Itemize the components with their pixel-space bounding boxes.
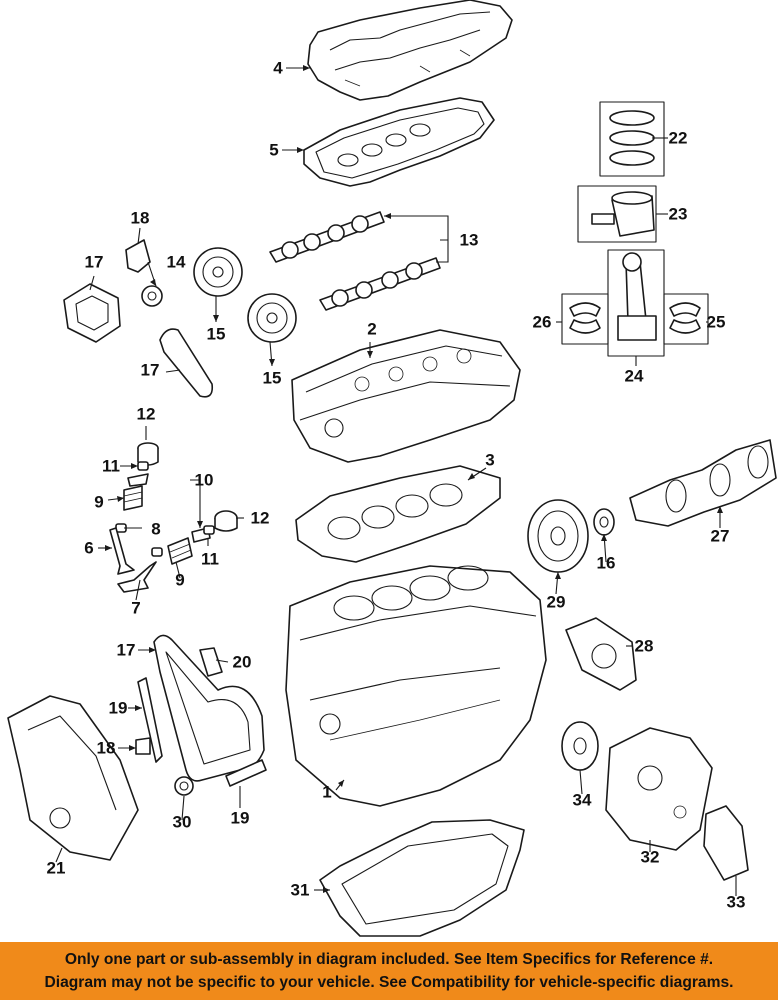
callout-11-lower: 11 bbox=[201, 550, 219, 569]
head-gasket bbox=[295, 465, 501, 563]
cam-phaser-lower bbox=[247, 293, 297, 343]
valve-lifter-upper bbox=[137, 442, 159, 466]
crankshaft-sprocket bbox=[593, 508, 615, 536]
piston bbox=[577, 185, 657, 243]
valve-lifter-lower bbox=[214, 510, 238, 532]
valve-keeper-upper bbox=[137, 461, 149, 471]
callout-10: 10 bbox=[195, 471, 214, 490]
rod-bearing-right bbox=[663, 293, 709, 345]
disclaimer-line-1: Only one part or sub-assembly in diagram… bbox=[64, 951, 714, 968]
leader-lines bbox=[55, 67, 737, 896]
intake-valve bbox=[109, 527, 135, 575]
callout-32: 32 bbox=[641, 848, 660, 867]
callout-5: 5 bbox=[269, 141, 278, 160]
callout-9-lower: 9 bbox=[175, 571, 184, 590]
piston-rings bbox=[599, 101, 665, 177]
callout-24: 24 bbox=[625, 367, 644, 386]
leader-arrowheads bbox=[105, 65, 723, 893]
callout-25: 25 bbox=[707, 313, 726, 332]
valve-retainer-upper bbox=[127, 473, 149, 487]
timing-chain-lower bbox=[153, 634, 265, 782]
callout-20: 20 bbox=[233, 653, 252, 672]
callout-27: 27 bbox=[711, 527, 730, 546]
chain-tensioner-lower bbox=[199, 647, 223, 677]
callout-17-lower-chain: 17 bbox=[117, 641, 136, 660]
callout-23: 23 bbox=[669, 205, 688, 224]
camshafts bbox=[269, 211, 441, 311]
callout-15-upper: 15 bbox=[207, 325, 226, 344]
callout-19-upper: 19 bbox=[109, 699, 128, 718]
oil-pickup-tube bbox=[703, 805, 749, 881]
callout-2: 2 bbox=[367, 320, 376, 339]
valve-spring-upper bbox=[123, 485, 143, 511]
valve-cover-gasket bbox=[303, 97, 495, 187]
callout-26: 26 bbox=[533, 313, 552, 332]
callout-1: 1 bbox=[322, 783, 331, 802]
callout-33: 33 bbox=[727, 893, 746, 912]
callout-9-upper: 9 bbox=[94, 493, 103, 512]
callout-12-lower: 12 bbox=[251, 509, 270, 528]
exhaust-valve bbox=[117, 561, 157, 593]
rod-bearing-left bbox=[561, 293, 609, 345]
chain-tensioner-upper bbox=[125, 239, 151, 273]
engine-block bbox=[285, 565, 547, 807]
callout-4: 4 bbox=[273, 59, 283, 78]
callout-29: 29 bbox=[547, 593, 566, 612]
engine-parts-diagram: 1 2 3 4 5 6 7 8 9 9 10 11 11 12 12 13 14… bbox=[7, 0, 777, 937]
callout-18-lower: 18 bbox=[97, 739, 116, 758]
tensioner-gasket bbox=[63, 283, 121, 343]
valve-seal-right bbox=[151, 547, 163, 557]
chain-tensioner-bottom bbox=[135, 737, 151, 755]
cam-phaser-upper bbox=[193, 247, 243, 297]
callout-14: 14 bbox=[167, 253, 186, 272]
callout-12-upper: 12 bbox=[137, 405, 156, 424]
callout-17-upper-chain: 17 bbox=[141, 361, 160, 380]
callout-8: 8 bbox=[151, 520, 160, 539]
timing-chain-upper bbox=[159, 328, 214, 398]
chain-guide-left bbox=[137, 677, 163, 763]
valve-cover bbox=[307, 0, 513, 101]
cylinder-head bbox=[291, 329, 521, 463]
callout-34: 34 bbox=[573, 791, 592, 810]
oil-pump bbox=[605, 727, 713, 851]
callout-labels: 1 2 3 4 5 6 7 8 9 9 10 11 11 12 12 13 14… bbox=[47, 59, 746, 912]
callout-15-lower: 15 bbox=[263, 369, 282, 388]
timing-cover bbox=[7, 695, 139, 861]
valve-spring-lower bbox=[167, 537, 193, 565]
callout-6: 6 bbox=[84, 539, 93, 558]
front-crank-seal bbox=[174, 776, 194, 796]
chain-guide-bottom bbox=[225, 759, 267, 787]
disclaimer-line-2: Diagram may not be specific to your vehi… bbox=[44, 974, 734, 991]
crankshaft bbox=[629, 439, 777, 527]
callout-11-upper: 11 bbox=[102, 457, 120, 476]
callout-17-gasket: 17 bbox=[85, 253, 104, 272]
oil-pump-sprocket bbox=[561, 721, 599, 771]
callout-13: 13 bbox=[460, 231, 479, 250]
crankshaft-pulley bbox=[527, 499, 589, 573]
disclaimer-banner: Only one part or sub-assembly in diagram… bbox=[0, 942, 778, 1000]
idler-sprocket bbox=[141, 285, 163, 307]
connecting-rod bbox=[607, 249, 665, 357]
callout-21: 21 bbox=[47, 859, 66, 878]
callout-30: 30 bbox=[173, 813, 192, 832]
callout-31: 31 bbox=[291, 881, 310, 900]
rear-main-seal-housing bbox=[565, 617, 637, 691]
callout-18-upper: 18 bbox=[131, 209, 150, 228]
oil-pan bbox=[319, 819, 525, 937]
callout-28: 28 bbox=[635, 637, 654, 656]
callout-22: 22 bbox=[669, 129, 688, 148]
callout-19-lower: 19 bbox=[231, 809, 250, 828]
valve-keeper-lower bbox=[203, 525, 215, 535]
callout-3: 3 bbox=[485, 451, 494, 470]
callout-7: 7 bbox=[131, 599, 140, 618]
callout-16: 16 bbox=[597, 554, 616, 573]
